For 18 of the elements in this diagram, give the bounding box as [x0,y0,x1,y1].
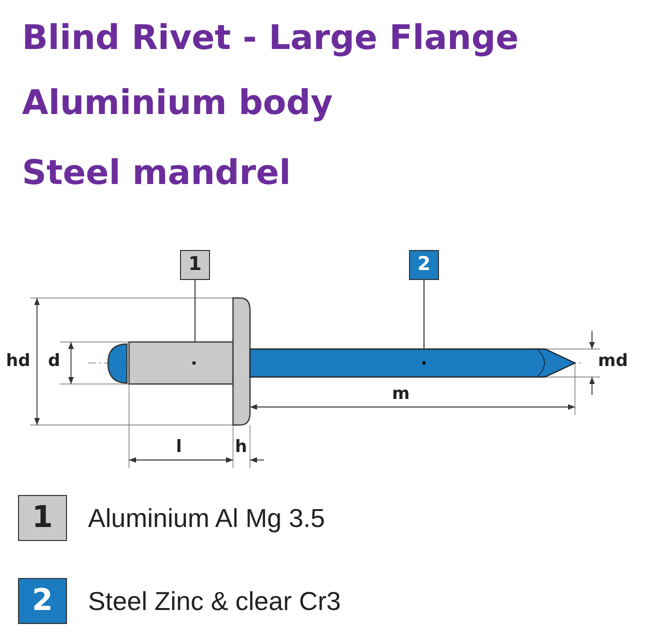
dimension-label: l [176,437,182,457]
dimension-label: h [235,437,248,457]
subtitle: Aluminium body [22,83,333,123]
legend-text: Steel Zinc & clear Cr3 [88,586,341,616]
title: Blind Rivet - Large Flange [22,18,519,58]
callout-number: 1 [180,250,210,280]
dimension-label: hd [6,351,30,371]
legend-text: Aluminium Al Mg 3.5 [88,503,325,533]
dimension-label: m [392,384,410,404]
callout-number: 2 [409,250,439,280]
dimension-label: d [48,351,60,371]
callout-number: 1 [32,500,53,536]
dimension-label: md [598,351,628,371]
rivet-body-drawing [128,297,251,426]
callout-number: 2 [32,583,53,619]
leader-line [194,280,196,342]
mandrel-drawing [107,343,576,384]
subtitle: Steel mandrel [22,153,291,193]
